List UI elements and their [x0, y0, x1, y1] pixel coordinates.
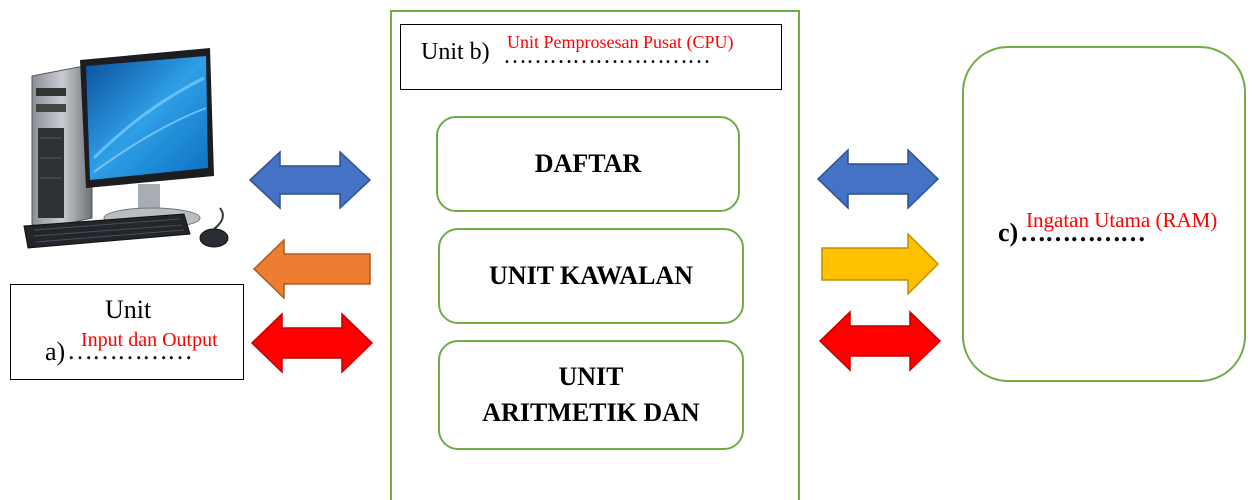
daftar-box: DAFTAR: [436, 116, 740, 212]
cpu-frame: [390, 10, 800, 500]
unit-c-box: c) …………… Ingatan Utama (RAM): [962, 46, 1246, 382]
unit-b-box: Unit b) ……………………… Unit Pemprosesan Pusat…: [400, 24, 782, 90]
unit-b-blank-dots: ………………………: [503, 43, 711, 69]
unit-a-answer: Input dan Output: [81, 329, 218, 351]
alu-label-line1: UNIT: [558, 361, 624, 391]
daftar-label: DAFTAR: [534, 148, 642, 178]
right-arrow-yellow-icon: [821, 232, 940, 296]
double-arrow-blue-icon: [816, 148, 940, 210]
unit-c-answer: Ingatan Utama (RAM): [1026, 208, 1218, 232]
left-arrow-orange-icon: [252, 238, 371, 300]
desktop-computer-icon: [23, 48, 229, 249]
unit-a-letter: a): [45, 337, 66, 366]
unit-b-answer: Unit Pemprosesan Pusat (CPU): [507, 32, 734, 52]
alu-label-line2: ARITMETIK DAN: [482, 398, 700, 427]
unit-a-unit-word: Unit: [105, 295, 152, 324]
unit-c-letter: c): [998, 218, 1019, 247]
unit-kawalan-label: UNIT KAWALAN: [489, 260, 693, 290]
alu-box: UNIT ARITMETIK DAN: [438, 340, 744, 450]
double-arrow-red-icon: [818, 310, 942, 372]
double-arrow-red-icon: [250, 312, 374, 374]
unit-b-label: Unit b): [421, 39, 490, 65]
unit-kawalan-box: UNIT KAWALAN: [438, 228, 744, 324]
unit-a-blank-dots: ……………: [67, 336, 193, 365]
unit-a-box: Unit a) …………… Input dan Output: [10, 284, 244, 380]
unit-c-blank-dots: ……………: [1020, 218, 1146, 247]
double-arrow-blue-icon: [248, 150, 372, 210]
